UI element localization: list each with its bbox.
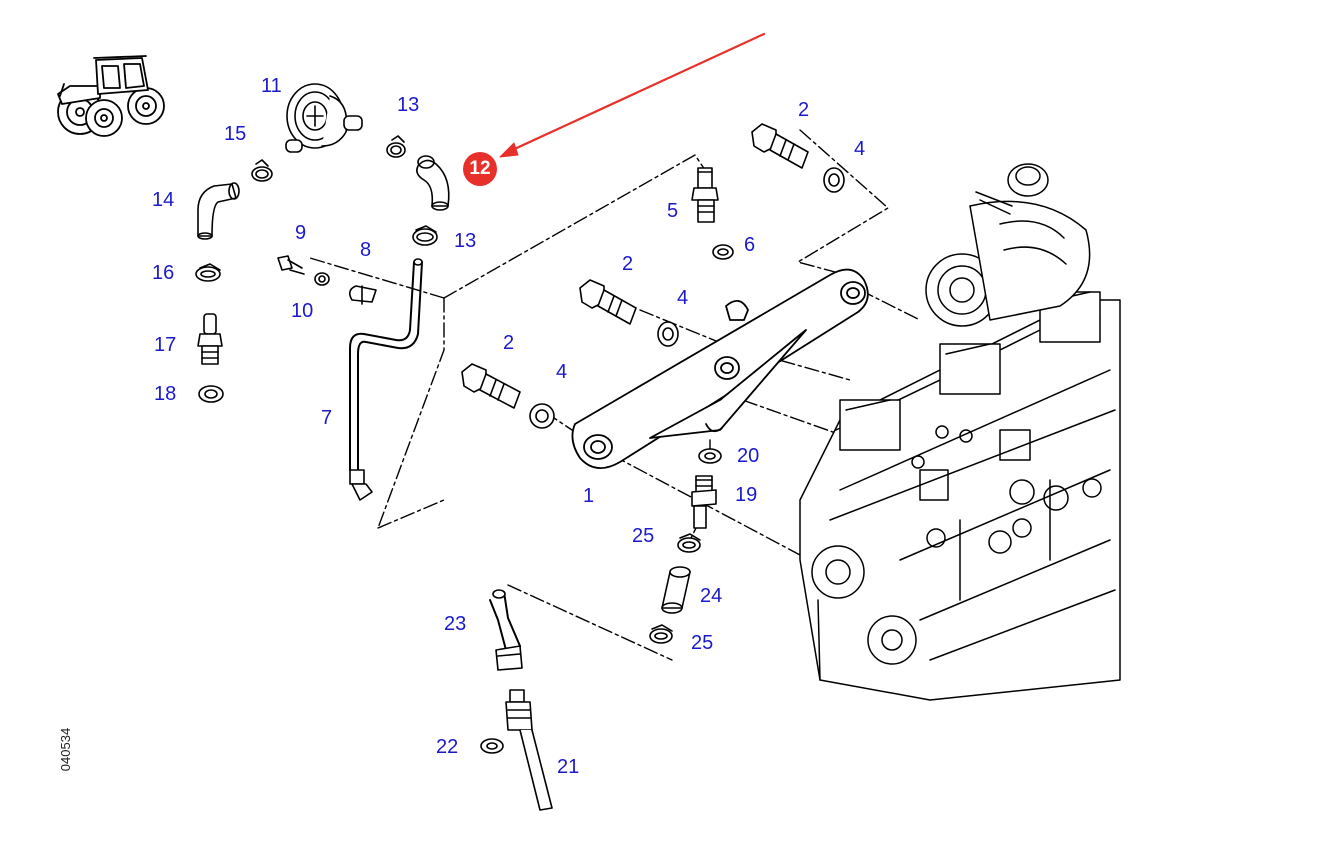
callout-25: 25 [632, 525, 655, 547]
callout-13: 13 [454, 230, 477, 252]
washer-20 [698, 448, 722, 464]
callout-14: 14 [152, 189, 175, 211]
callout-10: 10 [291, 300, 314, 322]
hose-24 [661, 566, 691, 614]
callout-25: 25 [691, 632, 714, 654]
washer-6 [712, 244, 734, 260]
callout-22: 22 [436, 736, 459, 758]
highlight-badge-12[interactable]: 12 [463, 152, 497, 186]
clamp-13-lower [412, 225, 438, 246]
callout-4: 4 [854, 138, 866, 160]
callout-2: 2 [622, 253, 634, 275]
washer-18 [198, 385, 224, 403]
banjo-bolt-2-middle [579, 279, 637, 325]
callout-2: 2 [503, 332, 515, 354]
fitting-19 [691, 475, 717, 529]
callout-18: 18 [154, 383, 177, 405]
clip-8 [348, 285, 377, 305]
callout-4: 4 [677, 287, 689, 309]
washer-10 [314, 272, 330, 286]
callout-13: 13 [397, 94, 420, 116]
pipe-23 [489, 589, 523, 671]
fitting-17 [197, 313, 223, 365]
callout-11: 11 [261, 75, 282, 97]
engine-block [799, 291, 1121, 701]
hose-elbow-12 [416, 155, 450, 211]
banjo-bolt-2-lower [461, 363, 521, 409]
turbocharger [925, 163, 1091, 327]
oil-cooler [285, 83, 363, 153]
callout-20: 20 [737, 445, 760, 467]
clamp-25-upper [677, 533, 701, 553]
callout-23: 23 [444, 613, 467, 635]
washer-22 [480, 738, 504, 754]
callout-4: 4 [556, 361, 568, 383]
callout-19: 19 [735, 484, 758, 506]
callout-6: 6 [744, 234, 756, 256]
callout-8: 8 [360, 239, 372, 261]
clamp-15 [251, 159, 273, 182]
oil-manifold-1 [571, 268, 869, 469]
callout-24: 24 [700, 585, 723, 607]
callout-21: 21 [557, 756, 580, 778]
hose-elbow-14 [197, 182, 240, 240]
callout-1: 1 [583, 485, 595, 507]
clamp-13-upper [386, 135, 406, 158]
callout-2: 2 [798, 99, 810, 121]
bolt-9 [277, 255, 305, 275]
callout-15: 15 [224, 123, 247, 145]
callout-16: 16 [152, 262, 175, 284]
callout-5: 5 [667, 200, 679, 222]
washer-4-middle [657, 321, 679, 347]
washer-4-lower [529, 403, 555, 429]
fitting-5 [691, 167, 719, 223]
callout-9: 9 [295, 222, 307, 244]
washer-4-upper [823, 167, 845, 193]
clamp-25-lower [649, 624, 673, 644]
pipe-21 [505, 689, 553, 811]
highlight-arrow [499, 32, 766, 158]
banjo-bolt-2-upper [751, 123, 809, 169]
tractor-icon [57, 55, 165, 137]
clamp-16 [195, 263, 221, 282]
oil-pipe-7 [349, 258, 423, 501]
callout-7: 7 [321, 407, 333, 429]
callout-17: 17 [154, 334, 177, 356]
document-id: 040534 [58, 727, 74, 772]
